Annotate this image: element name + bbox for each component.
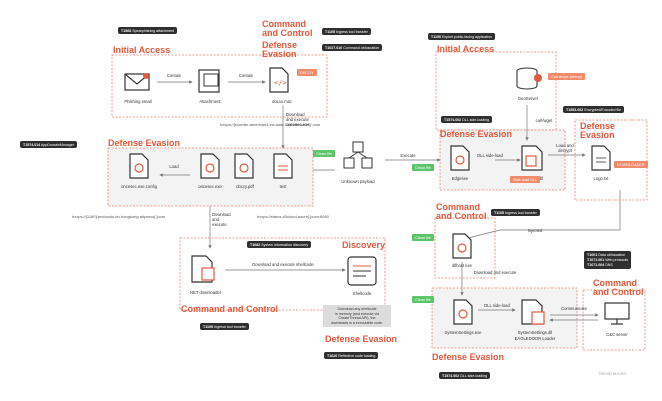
phase-discovery: Discovery xyxy=(342,240,386,250)
initial-access-box xyxy=(111,54,328,118)
side-load-badge: Side-load DLL xyxy=(510,176,541,183)
exe-file-icon xyxy=(200,153,220,179)
shellcode-note: Download any shellcode in memory (and ex… xyxy=(323,305,391,328)
msc-file-icon: </> xyxy=(269,67,289,93)
config-file-icon xyxy=(129,153,149,179)
node-oncesec-config: oncesec.exe.config xyxy=(121,184,157,189)
net-downloader-icon xyxy=(191,255,215,283)
technique-tag-t1190: T1190 Exploit public-facing application xyxy=(428,33,496,41)
technique-tag-t1620: T1620 Reflective code loading xyxy=(324,352,379,360)
edge-injected: Injected xyxy=(527,228,543,233)
svg-text:</>: </> xyxy=(274,79,287,87)
phase-defense-evasion-far-right: Defense Evasion xyxy=(580,121,616,140)
technique-tag-t1574-002-bottom: T1574.002 DLL side-loading xyxy=(439,372,491,380)
phase-defense-evasion-bottom-mid: Defense Evasion xyxy=(325,334,398,344)
url-top: hxxps://[ecorder-americas3-ea-aadr-1.ama… xyxy=(220,122,321,127)
downloads-badge: Curl drops (decoy) xyxy=(548,73,586,80)
edge-contain-1: Contain xyxy=(166,73,182,78)
systemsettings-dll-icon xyxy=(521,299,545,325)
clean-file-badge-right-1: Clean file xyxy=(412,164,434,171)
edge-download-execute-shellcode: Download and execute shellcode xyxy=(252,262,314,267)
phase-initial-access-left: Initial Access xyxy=(113,45,171,55)
systemsettings-exe-icon xyxy=(453,299,473,325)
node-unknown-payload: Unknown payload xyxy=(341,179,375,184)
payload-badge: DOWNLOADER xyxy=(614,161,648,168)
phase-defense-evasion-left: Defense Evasion xyxy=(108,138,181,148)
node-cnc-server: C&C server xyxy=(606,332,628,337)
url-left: hxxps://[1180]/protocols-dn-hongkong.ali… xyxy=(72,214,166,219)
edge-curl: curl/wget xyxy=(535,118,553,123)
edgesee-file-icon xyxy=(450,145,470,171)
phase-command-and-control-far-right: Command and Control xyxy=(593,278,644,297)
phase-defense-evasion-top: Defense Evasion xyxy=(262,40,298,59)
cnc-server-icon xyxy=(604,302,630,325)
edge-load-decrypt: Load and decrypt xyxy=(556,143,574,153)
edge-load: Load xyxy=(169,164,179,169)
technique-tag-t1027: T1027.010 Command obfuscation xyxy=(322,44,383,52)
node-geoserver: GeoServer xyxy=(517,96,539,101)
technique-tag-t1001-t1071: T1001 Data obfuscation T1071.001 Web pro… xyxy=(584,251,632,270)
node-net-downloader: .NET downloader xyxy=(188,290,222,295)
dll-file-icon xyxy=(521,145,543,171)
technique-tag-t1574-002-top: T1574.002 DLL side-loading xyxy=(441,116,493,124)
phase-command-and-control-bottom: Command and Control xyxy=(181,304,278,314)
attachment-icon xyxy=(198,69,220,93)
phase-defense-evasion-mid-right: Defense Evasion xyxy=(440,129,513,139)
logo-txt-file-icon xyxy=(591,145,611,171)
edge-contain-2: Contain xyxy=(238,73,254,78)
edge-download-execute-left: Download and execute xyxy=(212,212,231,227)
dllhost-file-icon xyxy=(452,233,472,259)
shellcode-icon xyxy=(347,256,377,286)
technique-tag-t1105-mid: T1105 Ingress tool transfer xyxy=(491,209,540,217)
edge-execute: Execute xyxy=(400,153,416,158)
edge-communicate: Communicate xyxy=(561,306,587,311)
node-doccy-pdf: doccy.pdf xyxy=(236,184,254,189)
far-right-box xyxy=(574,119,648,201)
phase-initial-access-right: Initial Access xyxy=(437,44,495,54)
edge-dll-side-load-top: DLL side-load xyxy=(477,153,503,158)
decoy-badge: DECOY xyxy=(297,69,317,76)
email-icon xyxy=(124,73,150,91)
node-logo-txt: Logo.txt xyxy=(593,176,609,181)
clean-file-badge-right-2: Clean file xyxy=(412,234,434,241)
edge-download-execute-top: Download and execute oncesec.exe xyxy=(286,112,310,127)
node-eagledoor-loader: EAGLEDOOR Loader xyxy=(514,336,556,341)
pdf-file-icon xyxy=(234,153,254,179)
node-systemsettings-dll: SystemSettings.dll xyxy=(517,330,553,335)
technique-tag-t1553: T1553.002 Encrypted/Encoded file xyxy=(563,106,625,114)
discovery-cc-box xyxy=(179,237,386,311)
server-icon xyxy=(516,67,542,90)
technique-tag-t1105-bottom: T1105 Ingress tool transfer xyxy=(200,323,249,331)
node-text: text xyxy=(279,184,287,189)
technique-tag-t1566: T1566 Spearphishing attachment xyxy=(118,27,177,35)
node-shellcode: Shellcode xyxy=(352,291,372,296)
technique-tag-t1082: T1082 System information discovery xyxy=(247,241,312,249)
edge-download-execute-right: Download and execute xyxy=(473,270,517,275)
technique-tag-t1574-014: T1574.014 AppDomainManager xyxy=(20,141,77,149)
initial-access-right-box xyxy=(435,51,557,131)
node-oncesec-exe: oncesec.exe xyxy=(198,184,222,189)
node-attachment: Attachment xyxy=(199,99,221,104)
cc-right-box xyxy=(434,217,496,279)
node-edgesee: Edgesee xyxy=(451,176,469,181)
clean-file-badge-right-3: Clean file xyxy=(412,296,434,303)
technique-tag-t1105-top: T1105 Ingress tool transfer xyxy=(322,28,371,36)
node-systemsettings-exe: SystemSettings.exe xyxy=(444,330,482,335)
text-file-icon xyxy=(273,153,293,179)
phase-command-and-control-mid-right: Command and Control xyxy=(436,202,487,221)
node-docxx: docxx.msc xyxy=(272,99,292,104)
trend-micro-footer: TREND MICRO xyxy=(598,372,627,376)
phase-defense-evasion-bottom-right: Defense Evasion xyxy=(432,352,505,362)
clean-file-badge-left: Clean file xyxy=(313,150,335,157)
edge-dll-side-load-bottom: DLL side-load xyxy=(484,303,510,308)
url-mid: hxxps://status.d3cloud-azure[.]com:8080 xyxy=(257,214,329,219)
node-dllhost: dllhost.exe xyxy=(451,263,473,268)
unknown-payload-icon xyxy=(343,141,373,169)
phase-command-and-control-top: Command and Control xyxy=(262,19,313,38)
node-phishing-email: Phishing email xyxy=(124,99,152,104)
